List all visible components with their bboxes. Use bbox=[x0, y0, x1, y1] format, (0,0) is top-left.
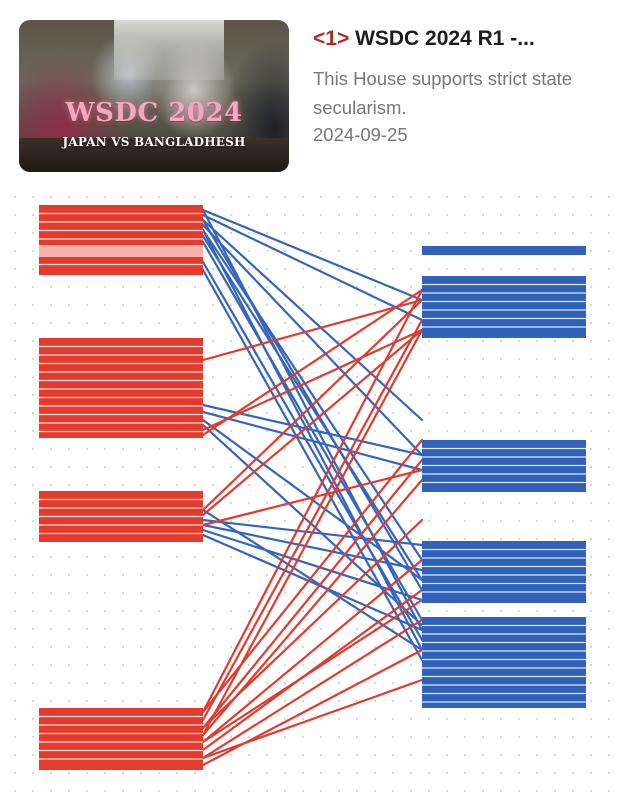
right-block-bar bbox=[422, 276, 586, 338]
blue-connection-line bbox=[201, 533, 424, 632]
blue-connection-line bbox=[201, 260, 424, 642]
red-connection-line bbox=[201, 288, 424, 714]
right-block-1 bbox=[422, 246, 586, 255]
red-connection-line bbox=[201, 558, 424, 744]
left-block-bar bbox=[39, 205, 203, 275]
blue-connection-line bbox=[201, 410, 424, 472]
red-connection-line bbox=[201, 288, 424, 437]
red-connection-line bbox=[201, 678, 424, 760]
red-connection-line bbox=[201, 298, 424, 512]
index-tag: <1> bbox=[313, 27, 350, 50]
left-block-3 bbox=[39, 491, 203, 542]
right-block-bar bbox=[422, 541, 586, 603]
blue-connection-line bbox=[201, 508, 424, 652]
thumbnail-subtitle: JAPAN VS BANGLADHESH bbox=[62, 135, 246, 149]
blue-connection-line bbox=[201, 268, 424, 662]
blue-connection-line bbox=[201, 528, 424, 602]
red-connection-line bbox=[201, 328, 424, 432]
video-date: 2024-09-25 bbox=[313, 124, 408, 145]
right-block-bar bbox=[422, 246, 586, 255]
left-block-bar bbox=[39, 708, 203, 770]
left-block-2 bbox=[39, 338, 203, 438]
blue-connection-line bbox=[201, 223, 424, 457]
argument-flow-diagram bbox=[39, 205, 586, 770]
red-connection-line bbox=[201, 618, 424, 760]
video-thumbnail[interactable]: WSDC 2024 JAPAN VS BANGLADHESH bbox=[19, 20, 289, 172]
red-connection-line bbox=[201, 598, 424, 744]
thumbnail-title: WSDC 2024 bbox=[65, 98, 243, 128]
red-connection-line bbox=[201, 328, 424, 517]
left-block-highlight bbox=[39, 245, 203, 257]
red-connection-line bbox=[201, 648, 424, 767]
blue-connection-line bbox=[201, 228, 424, 562]
right-block-5 bbox=[422, 617, 586, 708]
red-connection-line bbox=[201, 328, 424, 737]
red-connection-line bbox=[201, 318, 424, 722]
blue-connection-line bbox=[201, 208, 424, 302]
red-connection-line bbox=[201, 518, 424, 730]
video-title[interactable]: <1> WSDC 2024 R1 -... bbox=[313, 27, 608, 51]
left-block-4 bbox=[39, 708, 203, 770]
motion-text: This House supports strict state secular… bbox=[313, 68, 573, 118]
thumbnail-backdrop bbox=[114, 20, 224, 80]
video-title-text: WSDC 2024 R1 -... bbox=[355, 27, 535, 50]
card-header: WSDC 2024 JAPAN VS BANGLADHESH <1> WSDC … bbox=[0, 0, 622, 186]
right-block-3 bbox=[422, 440, 586, 492]
thumbnail-table bbox=[19, 138, 289, 172]
red-connection-line bbox=[201, 468, 424, 527]
right-block-bar bbox=[422, 617, 586, 708]
red-connection-line bbox=[201, 458, 424, 730]
right-block-2 bbox=[422, 276, 586, 338]
blue-connection-line bbox=[201, 213, 424, 322]
left-block-1 bbox=[39, 205, 203, 275]
red-connection-line bbox=[201, 298, 424, 362]
right-block-4 bbox=[422, 541, 586, 603]
